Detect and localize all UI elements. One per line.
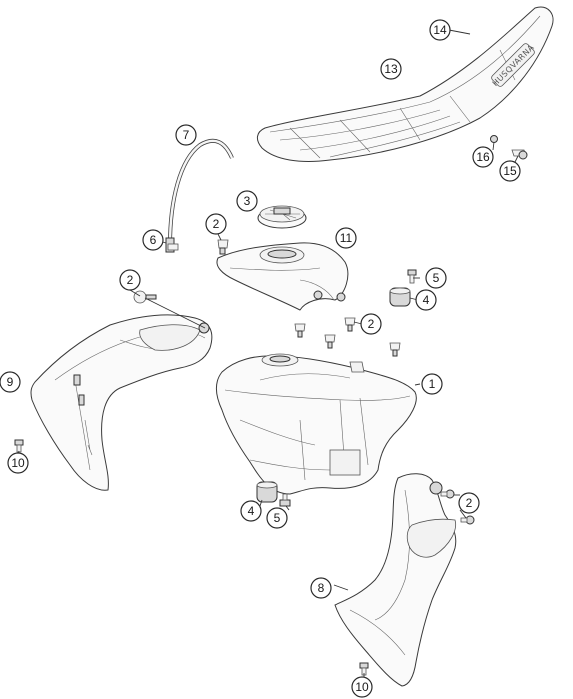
callout-2a: 2 (205, 213, 227, 235)
callout-2c: 2 (360, 313, 382, 335)
screw-part (407, 269, 417, 284)
callout-5a: 5 (425, 267, 447, 289)
callout-13: 13 (380, 58, 402, 80)
callout-16: 16 (472, 146, 494, 168)
svg-text:8: 8 (318, 581, 325, 595)
screw-part (460, 515, 475, 525)
screw-part (14, 439, 24, 453)
svg-text:3: 3 (244, 194, 251, 208)
svg-text:2: 2 (213, 217, 220, 231)
svg-text:4: 4 (423, 293, 430, 307)
svg-text:9: 9 (7, 375, 14, 389)
screw-part (133, 290, 157, 304)
callout-2b: 2 (119, 269, 141, 291)
svg-text:2: 2 (466, 496, 473, 510)
screw-part (344, 317, 356, 332)
svg-text:2: 2 (368, 317, 375, 331)
svg-text:2: 2 (127, 273, 134, 287)
svg-text:10: 10 (355, 680, 369, 694)
seat-part: HUSQVARNA (257, 6, 554, 162)
svg-text:7: 7 (183, 128, 190, 142)
callout-1: 1 (421, 373, 443, 395)
callout-14: 14 (429, 19, 451, 41)
screw-part (217, 239, 229, 255)
screw-part (294, 323, 306, 338)
callout-5b: 5 (266, 507, 288, 529)
fuel-cap-part (257, 205, 307, 229)
callout-2d: 2 (458, 492, 480, 514)
right-shroud-part (334, 473, 457, 687)
svg-text:5: 5 (433, 271, 440, 285)
callout-15: 15 (499, 160, 521, 182)
screw-part (389, 342, 401, 357)
callout-4a: 4 (415, 289, 437, 311)
fuel-tank-part (215, 353, 417, 495)
callout-4b: 4 (240, 500, 262, 522)
svg-text:11: 11 (340, 231, 353, 245)
svg-text:16: 16 (476, 150, 490, 164)
seat-bolt-part (511, 149, 528, 160)
svg-text:14: 14 (433, 23, 447, 37)
callout-10b: 10 (351, 676, 373, 698)
callout-8: 8 (310, 577, 332, 599)
callout-10a: 10 (7, 452, 29, 474)
screw-part (324, 334, 336, 349)
left-shroud-part (30, 314, 213, 491)
rubber-grommet-part (256, 481, 278, 503)
svg-text:10: 10 (11, 456, 25, 470)
svg-text:5: 5 (274, 511, 281, 525)
svg-text:6: 6 (150, 233, 157, 247)
callout-6: 6 (142, 229, 164, 251)
tank-cover-part (216, 242, 349, 311)
screw-part (440, 489, 455, 499)
svg-text:4: 4 (248, 504, 255, 518)
callout-7: 7 (175, 124, 197, 146)
breather-hose-part (168, 138, 234, 246)
rubber-grommet-part (389, 287, 411, 307)
svg-text:13: 13 (384, 62, 398, 76)
callout-3: 3 (236, 190, 258, 212)
leader-lines (17, 29, 519, 677)
svg-text:1: 1 (429, 377, 436, 391)
svg-text:15: 15 (503, 164, 517, 178)
callout-11: 11 (335, 227, 357, 249)
callout-9: 9 (0, 371, 21, 393)
seat-nut-part (490, 135, 498, 143)
screw-part (279, 493, 291, 507)
valve-part (165, 237, 179, 253)
